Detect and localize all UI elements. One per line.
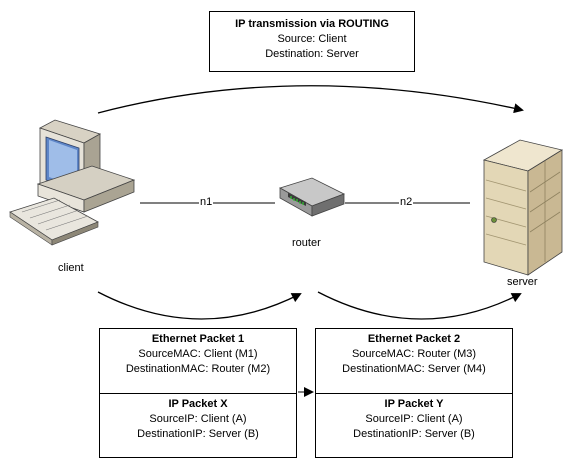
ip-packet-y-title: IP Packet Y — [384, 398, 444, 410]
ethernet-packet-2: Ethernet Packet 2 SourceMAC: Router (M3)… — [316, 329, 512, 393]
ip-packet-y: IP Packet Y SourceIP: Client (A) Destina… — [316, 393, 512, 457]
client-computer-icon — [9, 119, 136, 246]
ip-packet-x-source: SourceIP: Client (A) — [149, 413, 247, 425]
link-n1-label: n1 — [199, 196, 214, 209]
ip-packet-y-destination: DestinationIP: Server (B) — [353, 428, 475, 440]
ethernet-packet-2-title: Ethernet Packet 2 — [367, 333, 461, 345]
ethernet-packet-1-destination: DestinationMAC: Router (M2) — [125, 363, 271, 375]
routing-source: Source: Client — [277, 33, 347, 45]
packet-1-box: Ethernet Packet 1 SourceMAC: Client (M1)… — [99, 328, 297, 458]
link-n2-label: n2 — [399, 196, 414, 209]
router-to-server-arrow — [317, 291, 522, 320]
ethernet-packet-1-title: Ethernet Packet 1 — [151, 333, 245, 345]
routing-destination: Destination: Server — [265, 48, 359, 60]
server-label: server — [507, 276, 538, 288]
ip-packet-x-destination: DestinationIP: Server (B) — [137, 428, 259, 440]
ethernet-packet-2-destination: DestinationMAC: Server (M4) — [342, 363, 486, 375]
router-label: router — [292, 237, 321, 249]
ethernet-packet-1-source: SourceMAC: Client (M1) — [138, 348, 258, 360]
routing-title: IP transmission via ROUTING — [235, 18, 389, 30]
ethernet-packet-1: Ethernet Packet 1 SourceMAC: Client (M1)… — [100, 329, 296, 393]
routing-title-box: IP transmission via ROUTING Source: Clie… — [209, 11, 415, 72]
ip-packet-y-source: SourceIP: Client (A) — [365, 413, 463, 425]
routing-arc-arrow — [97, 85, 524, 114]
server-icon — [482, 139, 564, 276]
client-to-router-arrow — [97, 291, 302, 320]
ip-packet-x: IP Packet X SourceIP: Client (A) Destina… — [100, 393, 296, 457]
packet-2-box: Ethernet Packet 2 SourceMAC: Router (M3)… — [315, 328, 513, 458]
client-label: client — [58, 262, 84, 274]
ethernet-packet-2-source: SourceMAC: Router (M3) — [351, 348, 477, 360]
router-icon — [278, 177, 345, 217]
ip-packet-x-title: IP Packet X — [168, 398, 228, 410]
